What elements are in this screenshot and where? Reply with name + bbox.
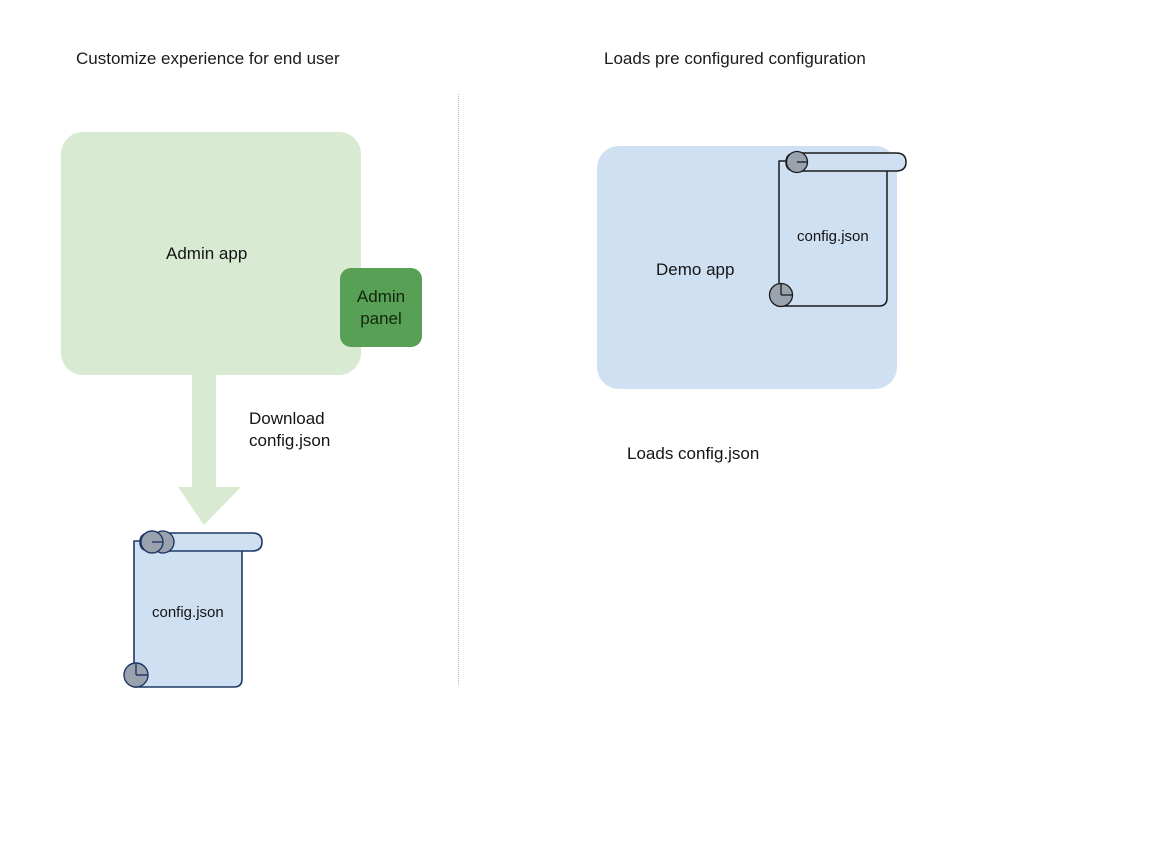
config-json-document-left[interactable]: config.json bbox=[118, 525, 268, 695]
admin-app-container: Admin app Admin panel bbox=[61, 132, 422, 375]
config-json-label-right: config.json bbox=[797, 228, 869, 245]
left-column-heading: Customize experience for end user bbox=[76, 49, 340, 68]
download-label-line1: Download bbox=[249, 409, 325, 428]
download-arrow-label: Download config.json bbox=[249, 408, 330, 452]
demo-app-label: Demo app bbox=[656, 260, 735, 279]
admin-panel-badge[interactable]: Admin panel bbox=[340, 268, 422, 347]
column-divider bbox=[458, 94, 459, 685]
download-arrow-icon bbox=[170, 370, 250, 530]
config-json-label-left: config.json bbox=[152, 604, 224, 621]
admin-panel-badge-line1: Admin bbox=[356, 286, 406, 306]
admin-panel-badge-line2: panel bbox=[360, 308, 402, 328]
config-json-document-right[interactable]: config.json bbox=[768, 150, 918, 320]
right-column-heading: Loads pre configured configuration bbox=[604, 49, 866, 68]
loads-config-caption: Loads config.json bbox=[627, 444, 760, 463]
download-label-line2: config.json bbox=[249, 431, 331, 450]
admin-app-label: Admin app bbox=[166, 244, 248, 263]
